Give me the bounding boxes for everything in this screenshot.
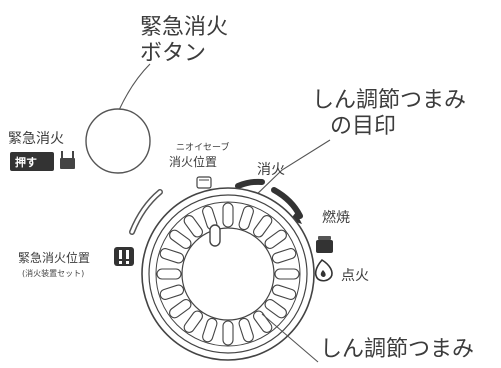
knob-grip [271, 248, 297, 264]
knob-grip [156, 268, 182, 280]
ignite-label: 点火 [341, 268, 369, 284]
emergency-position-arc-inner [130, 190, 162, 234]
leader-line-wick-knob [261, 313, 319, 363]
push-badge [10, 152, 54, 171]
knob-grip [222, 320, 234, 346]
odorsafe-label: ニオイセーブ [176, 141, 229, 153]
knob-grip [264, 229, 287, 249]
knob-grip [222, 202, 234, 228]
knob-grip [253, 310, 273, 333]
knob-grip [169, 299, 192, 319]
knob-grip [183, 310, 203, 333]
burning-position-marker [316, 236, 333, 253]
wick-adjustment-knob[interactable] [141, 187, 315, 361]
burning-label: 燃焼 [322, 209, 350, 226]
knob-grip [238, 317, 254, 343]
knob-grip [264, 299, 287, 319]
callout-wick-mark-line1: しん調節つまみ [312, 88, 466, 113]
burning-arc-mark [271, 187, 303, 219]
knob-grip [183, 215, 203, 238]
extinguish-arc-mark [235, 178, 265, 189]
knob-grip [271, 284, 297, 300]
knob-grip [274, 268, 300, 280]
callout-wick-mark-line2: の目印 [330, 114, 396, 139]
knob-grip [159, 248, 185, 264]
knob-grip [159, 284, 185, 300]
push-label: 押す [15, 155, 37, 169]
knob-grip [238, 205, 254, 231]
emergency-stop-button[interactable] [85, 108, 151, 174]
odorsafe-position-marker [196, 176, 212, 189]
callout-emergency-button-line2: ボタン [140, 41, 206, 66]
knob-grip [169, 229, 192, 249]
callout-emergency-button-line1: 緊急消火 [140, 15, 228, 40]
wick-knob-indicator-mark [209, 224, 221, 247]
callout-wick-knob: しん調節つまみ [320, 337, 474, 362]
emergency-label: 緊急消火 [8, 131, 64, 147]
knob-grip [202, 317, 218, 343]
emergency-position-sub-label: (消火装置セット) [22, 268, 84, 278]
emergency-position-label: 緊急消火位置 [18, 250, 90, 265]
knob-grip-ring [156, 202, 300, 346]
extinguish-label: 消火 [257, 162, 285, 178]
hand-press-icon [60, 151, 75, 169]
knob-grip [253, 215, 273, 238]
extinguish-position-label: 消火位置 [169, 154, 217, 169]
warning-icon [114, 247, 134, 266]
flame-icon [314, 258, 333, 282]
